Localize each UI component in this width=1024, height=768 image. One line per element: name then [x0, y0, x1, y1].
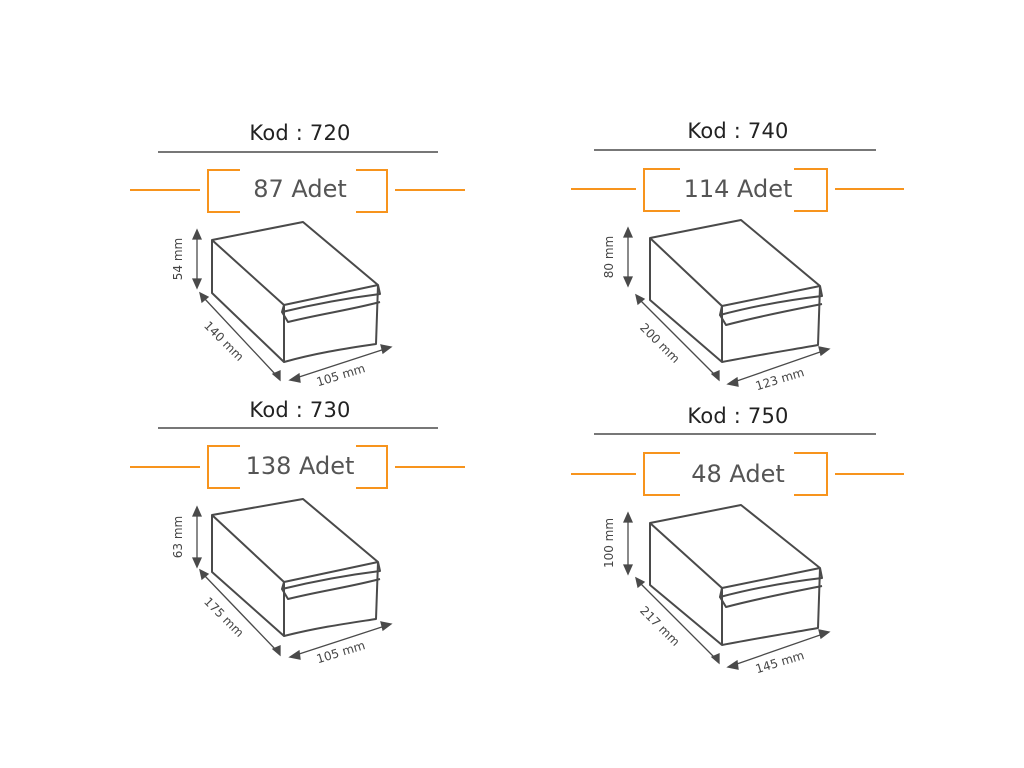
width-dimension: 105 mm [315, 361, 367, 389]
box-drawing: 100 mm 217 mm 145 mm [602, 504, 831, 676]
count-frame [130, 445, 465, 489]
box-card-740: Kod : 740 114 Adet [568, 110, 908, 393]
height-dimension: 80 mm [602, 236, 616, 278]
width-dimension: 105 mm [315, 638, 367, 666]
box-code-label: Kod : 720 [249, 121, 351, 145]
box-drawing: 54 mm 140 mm 105 mm [171, 221, 393, 389]
box-outline [211, 221, 381, 363]
height-dimension: 63 mm [171, 516, 185, 558]
box-card-730: Kod : 730 138 Adet [130, 389, 470, 669]
box-code-label: Kod : 740 [687, 119, 789, 143]
width-dimension: 123 mm [754, 365, 806, 393]
count-frame [571, 452, 904, 496]
title-divider [158, 151, 438, 153]
box-outline [649, 504, 823, 646]
width-dimension: 145 mm [754, 648, 806, 676]
dimension-arrows [622, 226, 831, 387]
box-code-label: Kod : 750 [687, 404, 789, 428]
height-dimension: 54 mm [171, 238, 185, 280]
box-count-label: 87 Adet [253, 175, 347, 203]
count-frame [571, 168, 904, 212]
box-count-label: 48 Adet [691, 460, 785, 488]
title-divider [158, 427, 438, 429]
box-outline [211, 498, 381, 637]
box-card-750: Kod : 750 48 Adet [568, 395, 908, 676]
box-code-label: Kod : 730 [249, 398, 351, 422]
box-outline [649, 219, 823, 363]
box-count-label: 114 Adet [683, 175, 793, 203]
depth-dimension: 140 mm [201, 319, 246, 364]
dimension-arrows [191, 505, 393, 660]
count-frame [130, 169, 465, 213]
height-dimension: 100 mm [602, 518, 616, 568]
box-drawing: 63 mm 175 mm 105 mm [171, 498, 393, 666]
depth-dimension: 200 mm [637, 321, 682, 366]
box-card-720: Kod : 720 87 Adet [130, 112, 470, 392]
box-count-label: 138 Adet [245, 452, 355, 480]
title-divider [594, 433, 876, 435]
title-divider [594, 149, 876, 151]
depth-dimension: 217 mm [637, 604, 682, 649]
dimension-arrows [191, 228, 393, 383]
box-drawing: 80 mm 200 mm 123 mm [602, 219, 831, 393]
depth-dimension: 175 mm [201, 595, 246, 640]
dimension-arrows [622, 511, 831, 670]
